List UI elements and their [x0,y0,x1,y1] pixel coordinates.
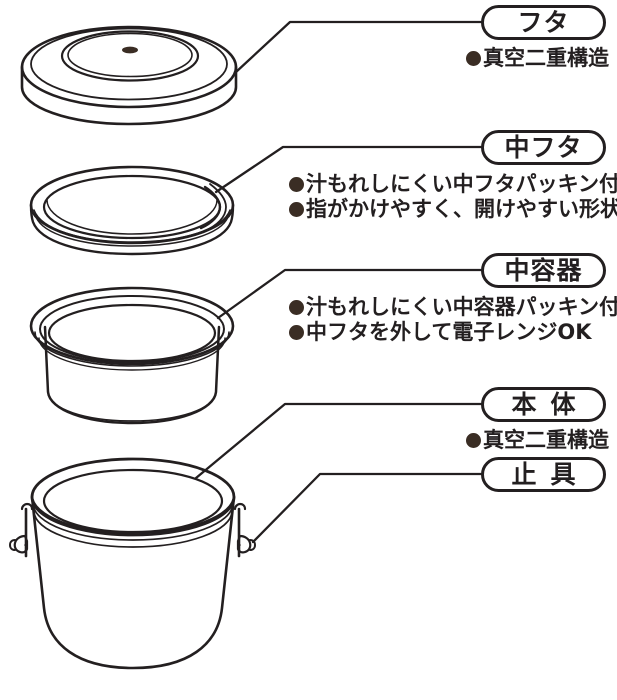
feature-item: 真空二重構造 [466,46,609,71]
feature-text: 中フタを外して電子レンジOK [306,319,592,344]
callout-label-inner-container[interactable]: 中容器 [481,253,606,288]
clasp-illustration [9,502,256,558]
callout-label-lid[interactable]: フタ [481,5,606,40]
bullet-dot-icon [289,176,304,192]
feature-text: 汁もれしにくい中フタパッキン付 [306,172,617,196]
feature-item: 汁もれしにくい中容器パッキン付 [289,295,617,320]
callout-label-inner-lid[interactable]: 中フタ [481,130,606,165]
callout-features-inner-container: 汁もれしにくい中容器パッキン付 中フタを外して電子レンジOK [289,295,617,345]
feature-text: 真空二重構造 [483,46,609,70]
feature-text: 真空二重構造 [483,428,609,452]
inner-lid-illustration [29,165,235,256]
leader-lines [194,20,483,544]
bullet-dot-icon [289,324,304,340]
bullet-dot-icon [466,50,481,66]
leader-line-lid [234,20,483,74]
bullet-dot-icon [289,201,304,217]
callout-label-clasp[interactable]: 止具 [481,457,606,492]
bullet-dot-icon [466,432,481,448]
feature-item: 汁もれしにくい中フタパッキン付 [289,172,617,197]
leader-line-clasp [251,472,483,544]
body-illustration [9,457,256,670]
callout-features-inner-lid: 汁もれしにくい中フタパッキン付 指がかけやすく、開けやすい形状 [289,172,617,222]
feature-item: 真空二重構造 [466,428,609,453]
inner-container-illustration [29,286,235,425]
lid-illustration [20,25,238,126]
leader-line-inner-lid [214,145,483,194]
feature-item: 指がかけやすく、開けやすい形状 [289,197,617,222]
callout-features-lid: 真空二重構造 [449,46,609,71]
leader-line-inner-container [216,268,483,320]
feature-text: 指がかけやすく、開けやすい形状 [306,196,617,221]
callout-features-body: 真空二重構造 [449,428,609,453]
leader-line-body [194,402,483,480]
feature-item: 中フタを外して電子レンジOK [289,320,592,345]
callout-label-body[interactable]: 本体 [481,387,606,422]
feature-text: 汁もれしにくい中容器パッキン付 [306,295,617,319]
bullet-dot-icon [289,299,304,315]
